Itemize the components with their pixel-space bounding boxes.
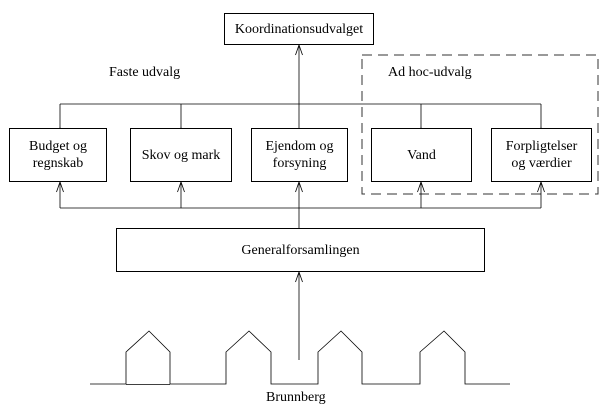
adhoc-boundary: [361, 54, 599, 195]
committee-box-ejendom: Ejendom og forsyning: [251, 128, 348, 182]
arrow-bottom-skov: [177, 180, 185, 193]
arrow-bottom-ejendom: [295, 180, 303, 193]
adhoc-committees-label: Ad hoc-udvalg: [388, 65, 472, 80]
village-name-label: Brunnberg: [266, 390, 326, 405]
committee-label-line2: og værdier: [511, 156, 572, 171]
committee-label-line2: forsyning: [272, 156, 327, 171]
arrow-bottom-budget: [56, 180, 64, 193]
arrow-bottom-vand: [417, 180, 425, 193]
committee-label-line1: Forpligtelser: [505, 139, 578, 154]
arrow-to-coordination: [295, 43, 303, 56]
general-assembly-box: Generalforsamlingen: [116, 228, 485, 272]
committee-label-line1: Budget og: [29, 139, 87, 154]
committee-box-skov: Skov og mark: [130, 128, 232, 182]
committee-label-line2: regnskab: [32, 156, 84, 171]
coordination-committee-label: Koordinationsudvalget: [234, 21, 364, 37]
committee-label-line1: Skov og mark: [141, 147, 221, 163]
committee-label-line1: Ejendom og: [265, 139, 334, 154]
committee-box-forpligtelser: Forpligtelser og værdier: [491, 128, 592, 182]
general-assembly-label: Generalforsamlingen: [241, 242, 360, 258]
fixed-committees-label: Faste udvalg: [109, 65, 181, 80]
committee-box-budget: Budget og regnskab: [9, 128, 107, 182]
arrow-bottom-forpligtelser: [537, 180, 545, 193]
committee-box-vand: Vand: [371, 128, 472, 182]
coordination-committee-box: Koordinationsudvalget: [224, 13, 374, 45]
committee-label-line1: Vand: [407, 147, 436, 163]
village-houses-outline: [90, 330, 510, 385]
arrow-to-assembly: [295, 270, 303, 283]
